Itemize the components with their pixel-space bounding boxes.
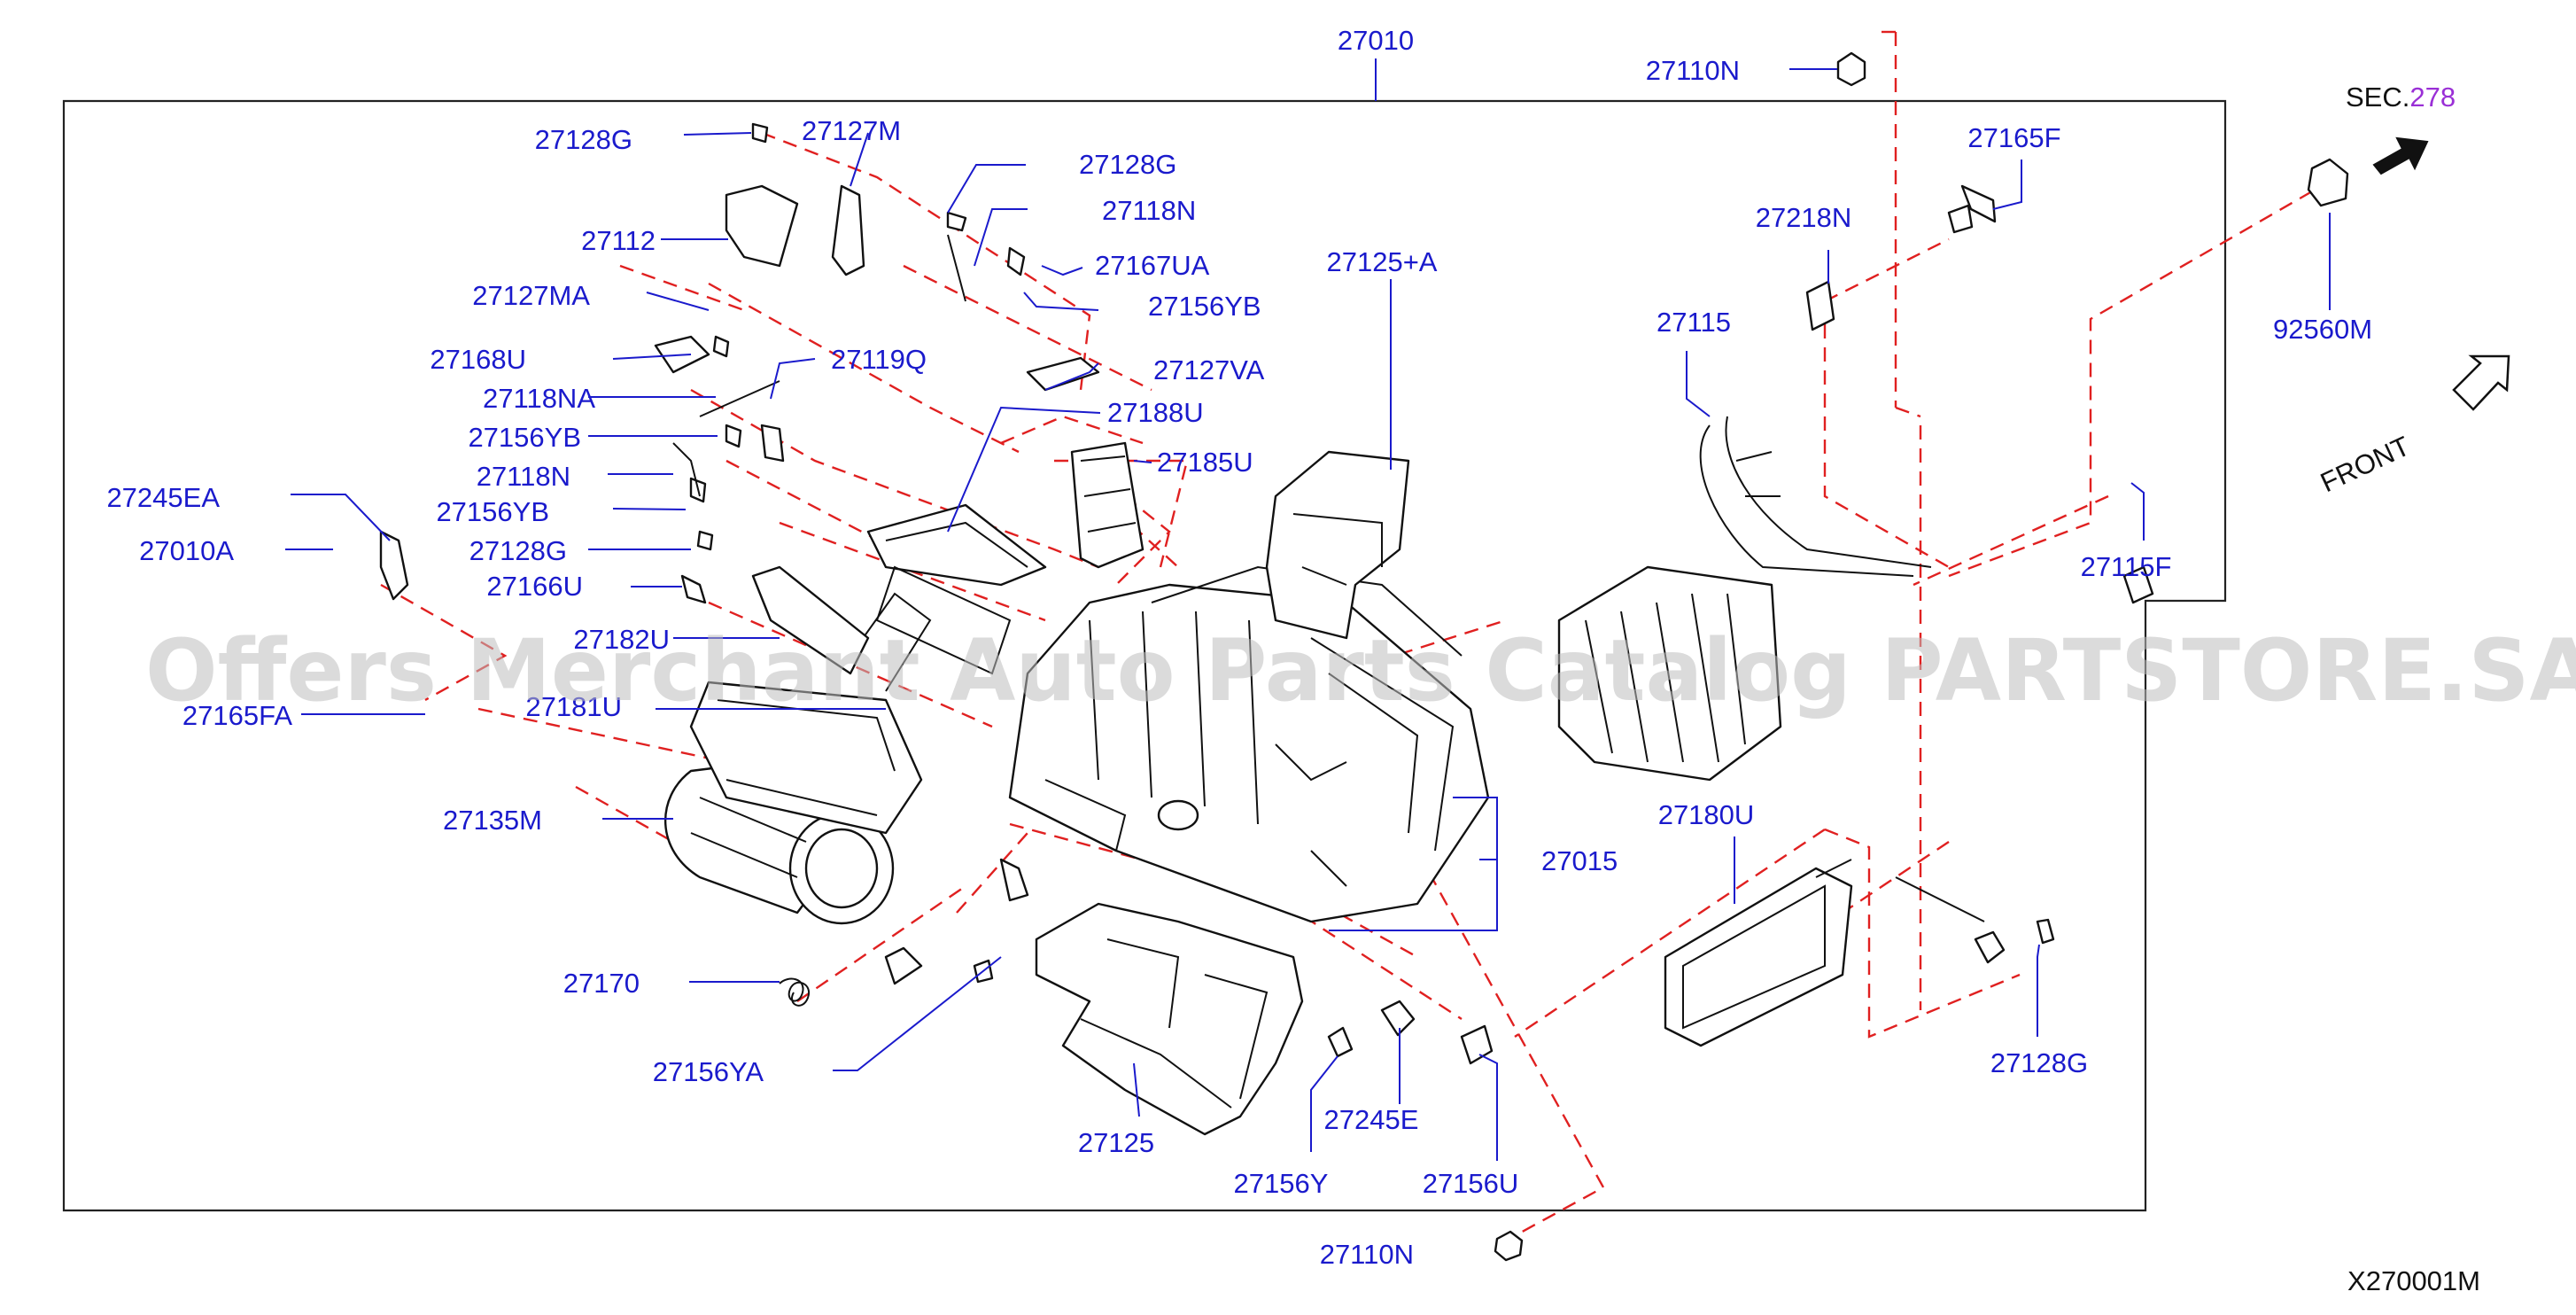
label-27167UA[interactable]: 27167UA — [1095, 250, 1210, 281]
label-27125A[interactable]: 27125+A — [1327, 246, 1438, 277]
label-27118NA[interactable]: 27118NA — [483, 383, 595, 414]
label-27245EA[interactable]: 27245EA — [106, 482, 220, 513]
blower-motor — [663, 760, 895, 925]
lower-case — [1035, 902, 1304, 1136]
rods — [672, 234, 966, 497]
label-27010[interactable]: 27010 — [1338, 25, 1414, 56]
label-27128G-d[interactable]: 27128G — [1990, 1047, 2088, 1078]
label-27115[interactable]: 27115 — [1657, 307, 1731, 338]
label-27156YB-c[interactable]: 27156YB — [436, 496, 549, 527]
label-27156Y[interactable]: 27156Y — [1234, 1168, 1329, 1199]
phantom-lines — [380, 30, 2313, 1242]
label-27118N-a[interactable]: 27118N — [1102, 195, 1196, 226]
label-27127M[interactable]: 27127M — [802, 115, 901, 146]
doors — [751, 441, 1144, 675]
diagram-code: X270001M — [2347, 1265, 2480, 1296]
label-27166U[interactable]: 27166U — [486, 571, 583, 602]
label-27127VA[interactable]: 27127VA — [1153, 354, 1265, 385]
label-27128G-c[interactable]: 27128G — [469, 535, 567, 566]
label-27218N[interactable]: 27218N — [1756, 202, 1852, 233]
section-reference[interactable]: SEC.278 — [2346, 82, 2456, 113]
label-27112[interactable]: 27112 — [581, 225, 656, 256]
label-27110N-bottom[interactable]: 27110N — [1320, 1239, 1414, 1270]
label-27128G-a[interactable]: 27128G — [535, 124, 632, 155]
label-27156YB-b[interactable]: 27156YB — [468, 422, 581, 453]
label-27127MA[interactable]: 27127MA — [472, 280, 590, 311]
label-27185U[interactable]: 27185U — [1157, 447, 1253, 478]
part-labels: 27010 27110N 27128G 27127M 27128G 27118N… — [106, 25, 2372, 1270]
label-27119Q[interactable]: 27119Q — [831, 344, 927, 375]
label-27181U[interactable]: 27181U — [525, 691, 622, 722]
label-27125[interactable]: 27125 — [1078, 1127, 1154, 1158]
label-27110N-top[interactable]: 27110N — [1646, 55, 1740, 86]
watermark: Offers Merchant Auto Parts Catalog PARTS… — [145, 621, 2576, 720]
label-27182U[interactable]: 27182U — [573, 624, 670, 655]
label-27135M[interactable]: 27135M — [443, 805, 542, 836]
label-92560M[interactable]: 92560M — [2273, 314, 2372, 345]
label-27010A[interactable]: 27010A — [139, 535, 234, 566]
sec-arrow-icon — [2372, 136, 2429, 175]
leader-lines — [285, 68, 2331, 1161]
label-27156YB-a[interactable]: 27156YB — [1148, 291, 1261, 322]
section-number: 278 — [2409, 82, 2456, 113]
label-27188U[interactable]: 27188U — [1107, 397, 1204, 428]
evaporator — [1664, 859, 1985, 1047]
upper-case — [1265, 450, 1410, 640]
label-27128G-b[interactable]: 27128G — [1079, 149, 1176, 180]
spring — [779, 977, 811, 1007]
assembly-frame — [62, 99, 2227, 1212]
label-27245E[interactable]: 27245E — [1324, 1104, 1419, 1135]
label-27165FA[interactable]: 27165FA — [182, 700, 292, 731]
label-27156U[interactable]: 27156U — [1423, 1168, 1519, 1199]
section-prefix: SEC. — [2346, 82, 2409, 113]
intake-unit — [689, 592, 932, 835]
label-27168U[interactable]: 27168U — [430, 344, 526, 375]
label-27180U[interactable]: 27180U — [1658, 799, 1755, 830]
label-27118N-b[interactable]: 27118N — [477, 461, 570, 492]
front-arrow-icon — [2452, 354, 2510, 411]
front-direction-label: FRONT — [2316, 430, 2415, 498]
label-27170[interactable]: 27170 — [563, 968, 640, 999]
main-case — [1008, 565, 1490, 923]
label-27115F[interactable]: 27115F — [2081, 551, 2172, 582]
heater-core — [1557, 416, 1932, 782]
label-27015[interactable]: 27015 — [1541, 845, 1618, 876]
label-27156YA[interactable]: 27156YA — [653, 1056, 764, 1087]
label-27165F[interactable]: 27165F — [1967, 122, 2060, 153]
